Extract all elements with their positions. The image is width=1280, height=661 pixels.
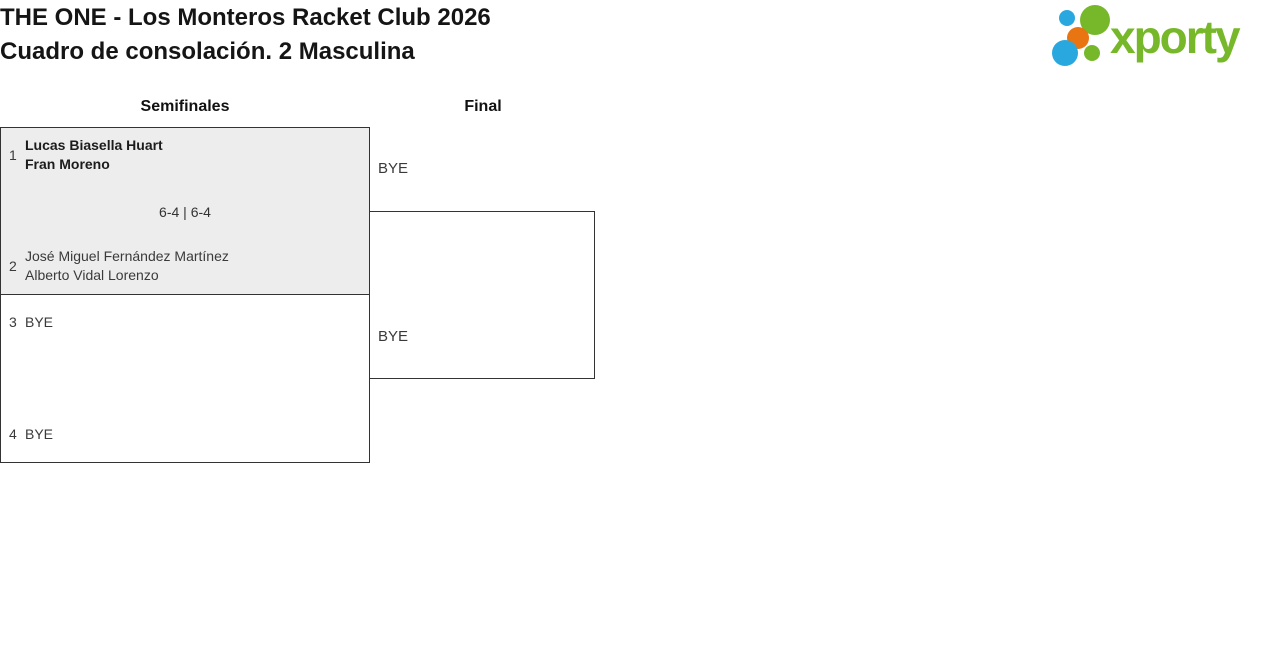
player-name: Alberto Vidal Lorenzo <box>25 267 159 283</box>
team-players: BYE <box>25 313 53 332</box>
match-score: 6-4 | 6-4 <box>159 204 211 220</box>
final-match[interactable] <box>369 211 595 379</box>
semifinal-match-1[interactable]: 1 Lucas Biasella Huart Fran Moreno 6-4 |… <box>0 127 370 295</box>
tournament-name: THE ONE - Los Monteros Racket Club 2026 <box>0 4 491 31</box>
seed-number: 4 <box>9 426 17 442</box>
player-name: José Miguel Fernández Martínez <box>25 248 229 264</box>
xporty-wordmark: xporty <box>1110 11 1241 63</box>
team-row: 1 Lucas Biasella Huart Fran Moreno <box>1 136 369 174</box>
player-name: BYE <box>25 426 54 442</box>
seed-number: 1 <box>9 146 17 163</box>
xporty-logo[interactable]: xporty <box>1048 0 1278 72</box>
team-row: 2 José Miguel Fernández Martínez Alberto… <box>1 247 369 285</box>
player-name: Lucas Biasella Huart <box>25 137 163 153</box>
round-header-final: Final <box>464 98 502 115</box>
team-players: Lucas Biasella Huart Fran Moreno <box>25 136 163 174</box>
team-players: BYE <box>25 425 53 444</box>
final-bye-top: BYE <box>378 160 409 177</box>
seed-number: 3 <box>9 314 17 330</box>
bracket-subtitle: Cuadro de consolación. 2 Masculina <box>0 38 415 65</box>
round-header-semifinales: Semifinales <box>140 98 230 115</box>
team-row: 3 BYE <box>1 313 369 332</box>
team-players: José Miguel Fernández Martínez Alberto V… <box>25 247 229 285</box>
player-name: Fran Moreno <box>25 156 110 172</box>
semifinal-match-2[interactable]: 3 BYE 4 BYE <box>0 294 370 463</box>
page-title: THE ONE - Los Monteros Racket Club 2026 … <box>0 1 491 69</box>
final-bye-bottom: BYE <box>378 328 409 345</box>
team-row: 4 BYE <box>1 425 369 444</box>
xporty-dots-icon <box>1052 5 1110 66</box>
seed-number: 2 <box>9 257 17 274</box>
player-name: BYE <box>25 314 54 330</box>
